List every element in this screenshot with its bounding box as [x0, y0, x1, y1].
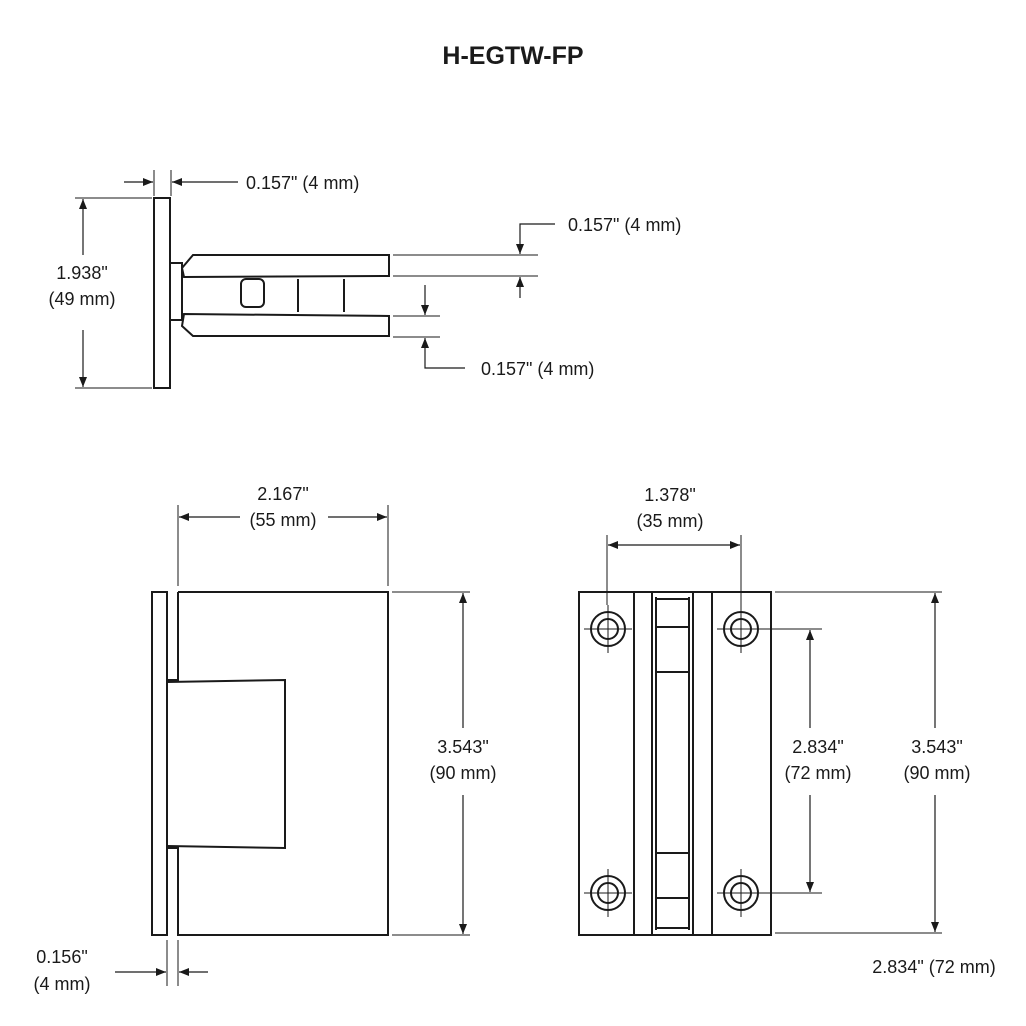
mount-plate-top — [153, 197, 171, 389]
pivot-knob — [240, 278, 265, 308]
upper-arm-label: 0.157" (4 mm) — [568, 215, 681, 235]
top-height-in: 1.938" — [56, 263, 107, 283]
lower-arm — [180, 312, 390, 337]
mount-plate-side — [151, 591, 168, 936]
dimension-leader — [421, 338, 465, 369]
hole-vertical-in: 2.834" — [792, 737, 843, 757]
hole-vertical-mm: (72 mm) — [785, 763, 852, 783]
glass-clamp — [166, 678, 286, 850]
top-plate-thickness-label: 0.157" (4 mm) — [246, 173, 359, 193]
front-plate — [578, 591, 772, 936]
top-view: 0.157" (4 mm) 1.938" (49 mm) 0.157" (4 m… — [49, 170, 681, 389]
side-height-in: 3.543" — [437, 737, 488, 757]
drawing-title: H-EGTW-FP — [442, 42, 583, 70]
front-height-mm: (90 mm) — [904, 763, 971, 783]
stub — [169, 262, 183, 321]
screw-hole-icon — [717, 869, 822, 917]
screw-hole-icon — [717, 605, 822, 653]
lower-arm-label: 0.157" (4 mm) — [481, 359, 594, 379]
screw-hole-icon — [584, 869, 632, 917]
side-view: 2.167" (55 mm) 3.543" (90 mm) 0.156" (4 … — [34, 484, 497, 994]
side-height-mm: (90 mm) — [430, 763, 497, 783]
side-width-mm: (55 mm) — [250, 510, 317, 530]
front-height-in: 3.543" — [911, 737, 962, 757]
dimension-leader — [516, 223, 555, 254]
hole-spacing-mm: (35 mm) — [637, 511, 704, 531]
upper-arm — [180, 254, 390, 279]
screw-hole-icon — [584, 605, 632, 653]
side-plate-in: 0.156" — [36, 947, 87, 967]
side-width-in: 2.167" — [257, 484, 308, 504]
top-height-mm: (49 mm) — [49, 289, 116, 309]
side-plate-mm: (4 mm) — [34, 974, 91, 994]
front-view: 1.378" (35 mm) 2.834" (72 mm) 3.543" (90… — [578, 485, 996, 977]
front-width-label: 2.834" (72 mm) — [872, 957, 995, 977]
hole-spacing-in: 1.378" — [644, 485, 695, 505]
hinge-body — [167, 591, 389, 936]
